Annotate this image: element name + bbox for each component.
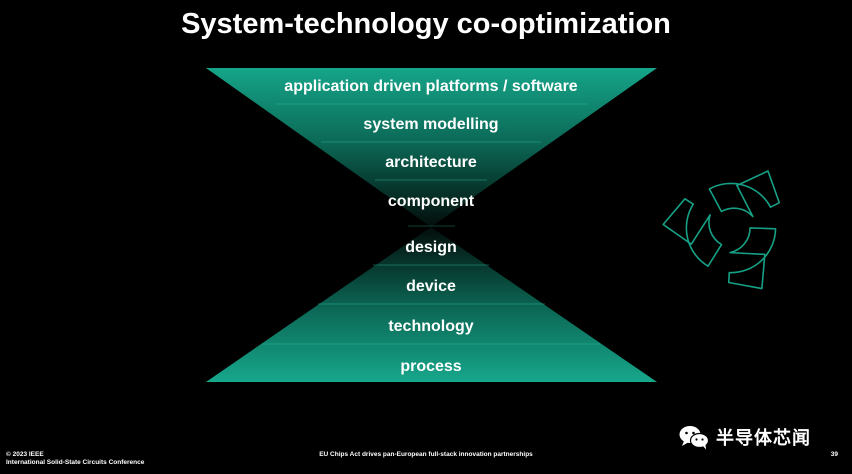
watermark-text: 半导体芯闻 xyxy=(716,428,811,449)
layer-label: architecture xyxy=(385,154,477,171)
layer-label: process xyxy=(400,358,462,375)
cycle-arrow-segment xyxy=(708,170,781,218)
footer-conference: International Solid-State Circuits Confe… xyxy=(6,459,145,466)
footer-center-text: EU Chips Act drives pan-European full-st… xyxy=(319,451,533,458)
circular-arrows-icon xyxy=(662,170,781,290)
page-number: 39 xyxy=(830,451,838,458)
cycle-arrow-segment xyxy=(662,198,723,268)
slide-title: System-technology co-optimization xyxy=(181,8,671,40)
layer-label: system modelling xyxy=(363,116,499,133)
cycle-arrow-segment xyxy=(727,227,777,290)
layer-label: design xyxy=(405,239,457,256)
watermark: 半导体芯闻 xyxy=(678,422,811,452)
layer-label: component xyxy=(387,193,475,210)
wechat-icon xyxy=(679,426,710,450)
layer-label: application driven platforms / software xyxy=(284,78,578,95)
layer-label: device xyxy=(406,278,456,295)
footer-copyright: © 2023 IEEE xyxy=(6,451,44,458)
top-funnel xyxy=(206,68,657,227)
layer-label: technology xyxy=(388,318,474,335)
